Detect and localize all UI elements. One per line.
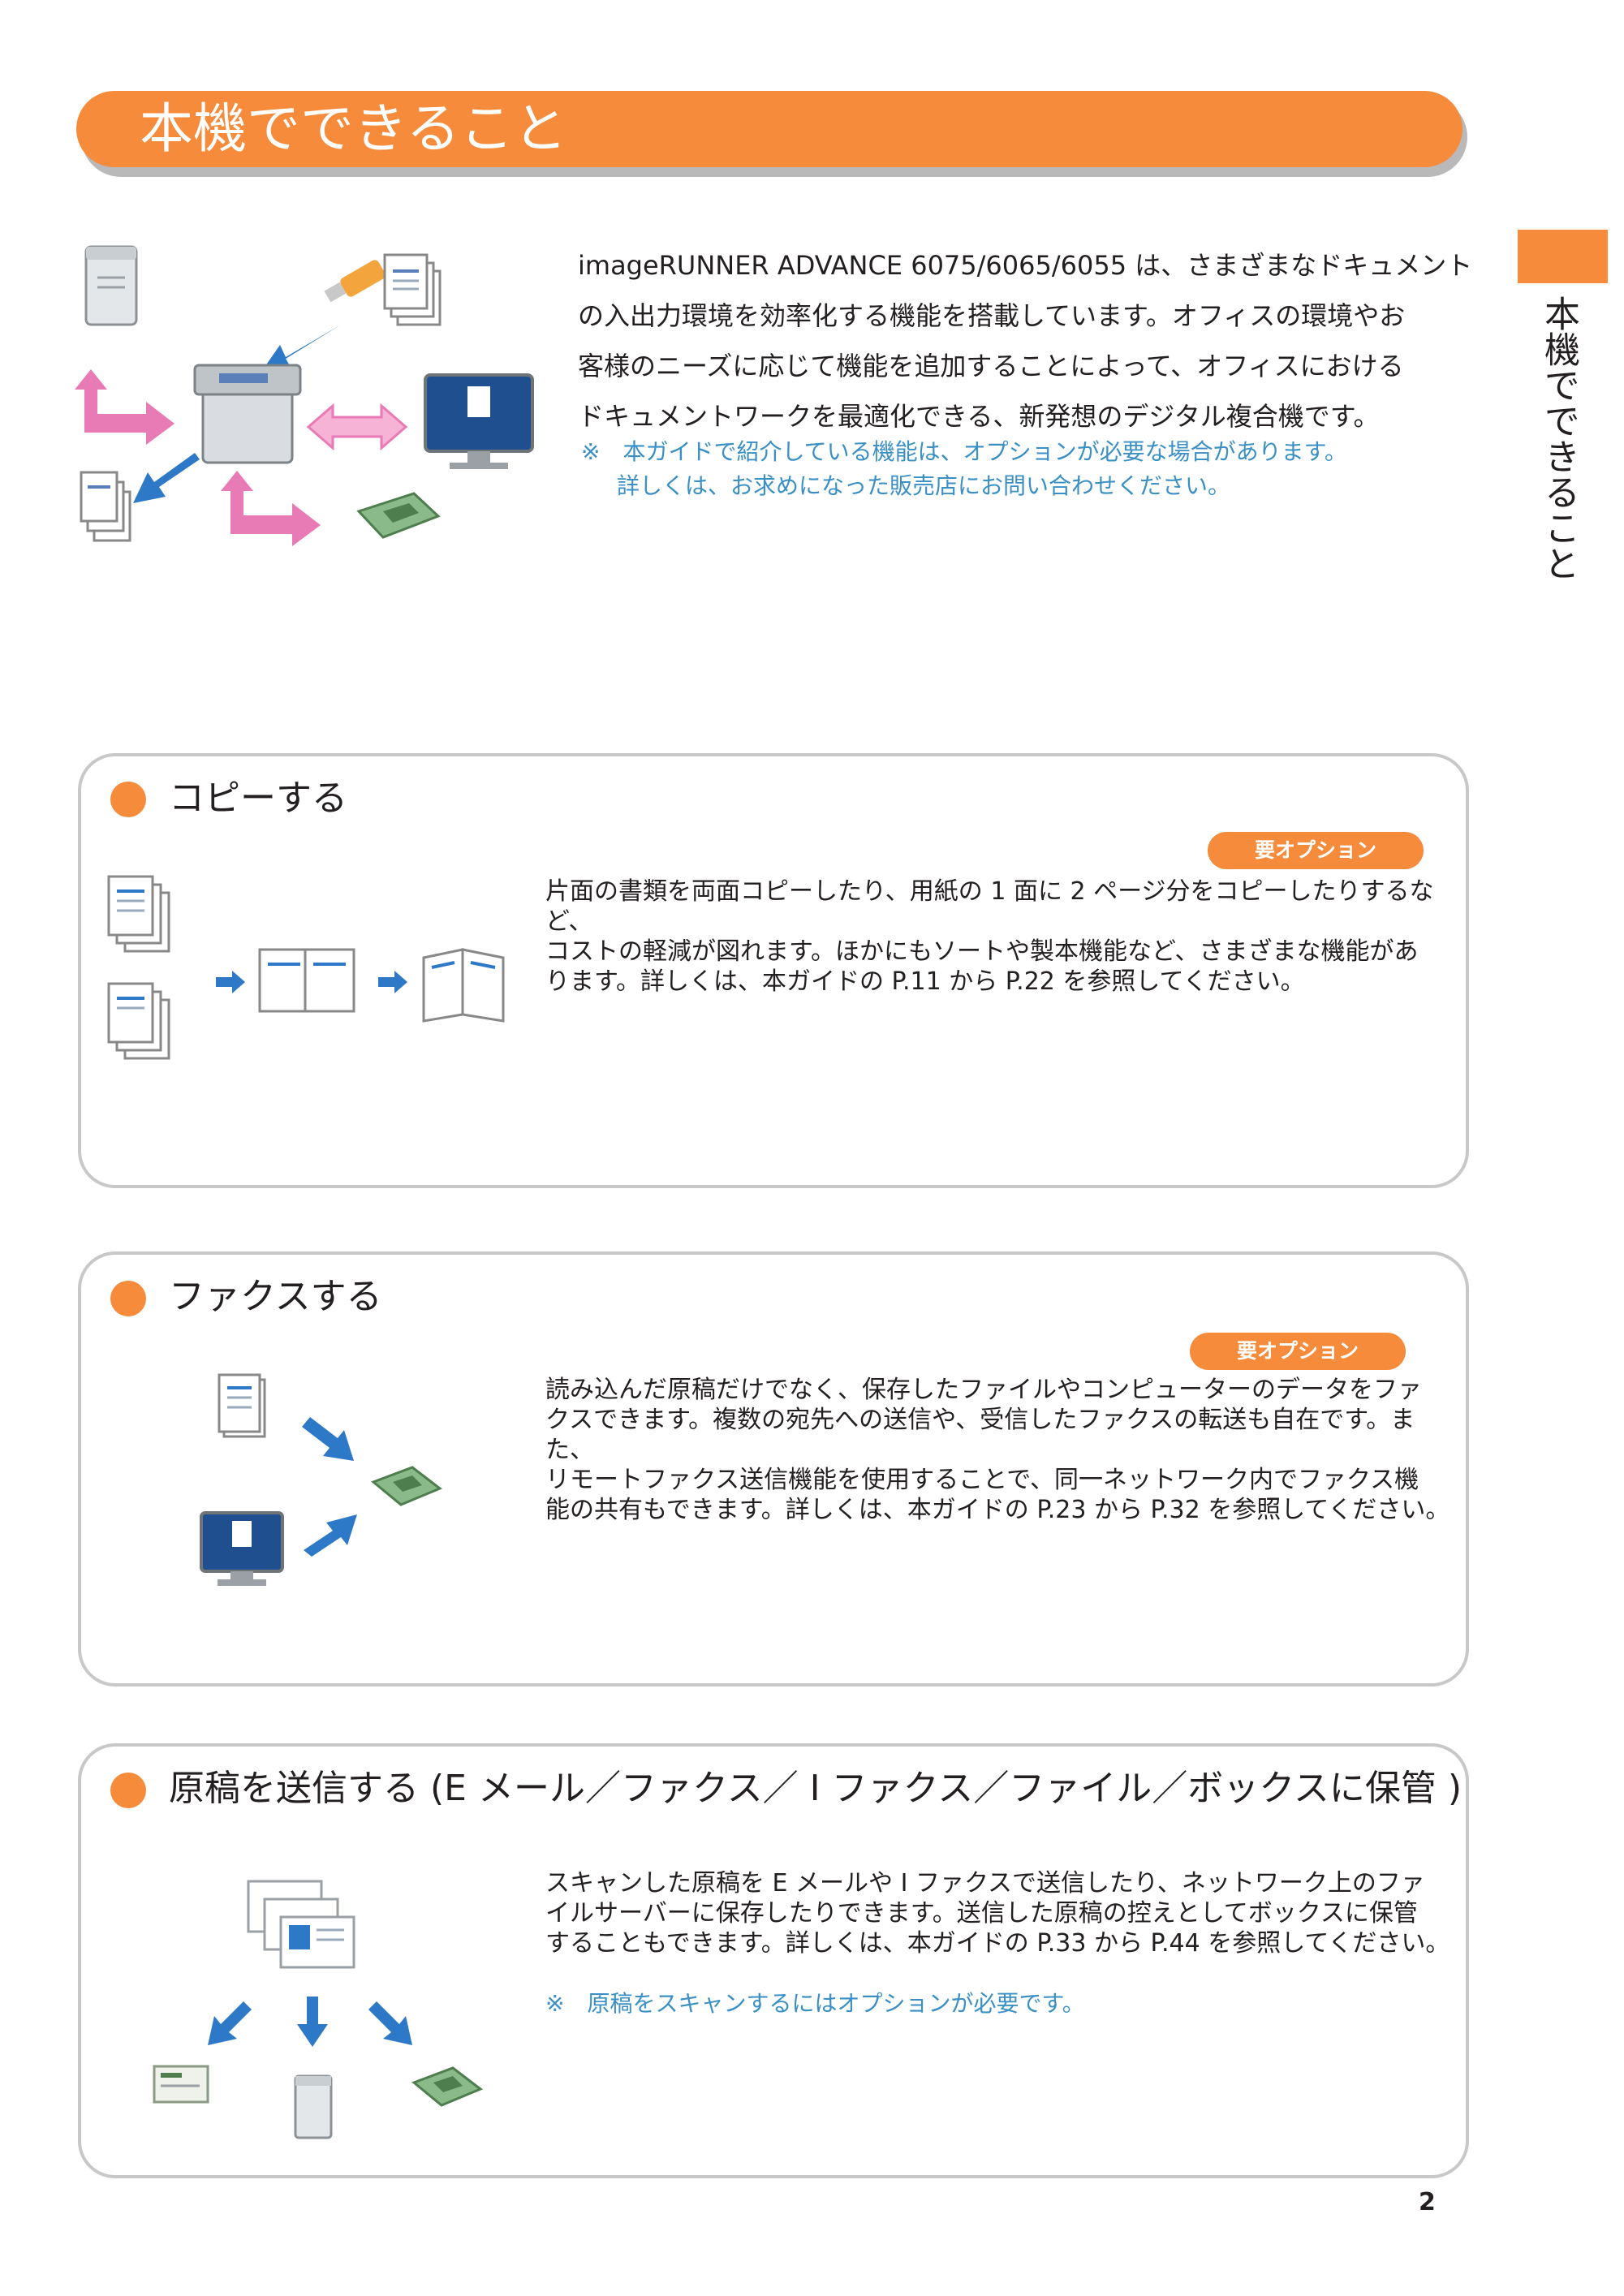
text-line: ります。詳しくは、本ガイドの P.11 から P.22 を参照してください。: [545, 967, 1305, 996]
side-tab[interactable]: [1518, 230, 1608, 283]
fax-machine-icon: [411, 2066, 483, 2107]
page-number: 2: [1419, 2188, 1436, 2216]
intro-paragraph: imageRUNNER ADVANCE 6075/6065/6055 は、さまざ…: [578, 240, 1477, 442]
computer-monitor-icon: [424, 373, 534, 469]
email-icon: [153, 2065, 209, 2104]
arrow-right-icon: [216, 971, 245, 993]
intro-line: ドキュメントワークを最適化できる、新発想のデジタル複合機です。: [578, 401, 1380, 432]
section-copy-title: コピーする: [169, 778, 347, 819]
fax-machine-icon: [371, 1466, 442, 1506]
fax-illustration: [200, 1373, 442, 1586]
section-fax-title: ファクスする: [169, 1276, 382, 1317]
section-send-note: ※ 原稿をスキャンするにはオプションが必要です。: [545, 1990, 1085, 2017]
document-stack-icon: [107, 875, 170, 953]
text-line: することもできます。詳しくは、本ガイドの P.33 から P.44 を参照してく…: [545, 1929, 1450, 1958]
option-required-badge: 要オプション: [1190, 1333, 1406, 1370]
multifunction-printer-icon: [193, 364, 302, 464]
usb-memory-icon: [324, 260, 386, 303]
text-line: クスできます。複数の宛先への送信や、受信したファクスの転送も自在です。また、: [545, 1406, 1415, 1464]
section-fax: [78, 1251, 1469, 1686]
intro-line: 客様のニーズに応じて機能を追加することによって、オフィスにおける: [578, 351, 1404, 381]
side-tab-label: 本機でできること: [1538, 295, 1579, 581]
computer-monitor-icon: [200, 1511, 284, 1586]
server-icon: [84, 245, 138, 326]
intro-line: imageRUNNER ADVANCE 6075/6065/6055 は、さまざ…: [578, 250, 1473, 281]
intro-note: ※ 本ガイドで紹介している機能は、オプションが必要な場合があります。 詳しくは、…: [581, 435, 1474, 503]
section-send-text: スキャンした原稿を E メールや I ファクスで送信したり、ネットワーク上のファ…: [545, 1868, 1454, 1958]
document-stack-icon: [107, 982, 170, 1060]
document-stack-icon: [80, 471, 131, 542]
section-bullet: [110, 1281, 146, 1316]
section-bullet: [110, 1773, 146, 1808]
section-copy: [78, 753, 1469, 1188]
page-title: 本機でできること: [140, 97, 567, 160]
option-required-badge: 要オプション: [1208, 832, 1424, 869]
copy-illustration: [107, 875, 505, 1060]
title-bar: [76, 91, 1462, 167]
text-line: スキャンした原稿を E メールや I ファクスで送信したり、ネットワーク上のファ: [545, 1869, 1425, 1898]
section-fax-text: 読み込んだ原稿だけでなく、保存したファイルやコンピューターのデータをファ クスで…: [545, 1375, 1454, 1525]
document-stack-icon: [247, 1880, 355, 1969]
send-illustration: [153, 1880, 483, 2139]
arrow-right-icon: [378, 971, 407, 993]
intro-note-line: ※ 本ガイドで紹介している機能は、オプションが必要な場合があります。: [581, 438, 1347, 465]
arrow-icon: [302, 1417, 354, 1461]
document-stack-icon: [383, 253, 442, 326]
section-bullet: [110, 782, 146, 817]
arrow-icon: [304, 1514, 357, 1557]
text-line: リモートファクス送信機能を使用することで、同一ネットワーク内でファクス機: [545, 1466, 1419, 1494]
text-line: イルサーバーに保存したりできます。送信した原稿の控えとしてボックスに保管: [545, 1899, 1418, 1928]
intro-line: の入出力環境を効率化する機能を搭載しています。オフィスの環境やお: [578, 300, 1406, 331]
intro-note-line: 詳しくは、お求めになった販売店にお問い合わせください。: [617, 472, 1231, 499]
arrow-icon: [297, 1997, 328, 2047]
text-line: コストの軽減が図れます。ほかにもソートや製本機能など、さまざまな機能があ: [545, 937, 1419, 966]
section-copy-text: 片面の書類を両面コピーしたり、用紙の 1 面に 2 ページ分をコピーしたりするな…: [545, 877, 1454, 997]
section-send-title: 原稿を送信する (E メール／ファクス／ I ファクス／ファイル／ボックスに保管…: [169, 1768, 1462, 1809]
document-icon: [218, 1373, 266, 1438]
duplex-copy-icon: [258, 948, 355, 1013]
arrow-icon: [208, 2001, 252, 2045]
file-server-icon: [294, 2074, 333, 2139]
text-line: 読み込んだ原稿だけでなく、保存したファイルやコンピューターのデータをファ: [545, 1376, 1422, 1404]
intro-illustration: [75, 245, 534, 546]
arrow-icon: [368, 2001, 412, 2045]
fax-machine-icon: [356, 492, 441, 539]
text-line: 片面の書類を両面コピーしたり、用紙の 1 面に 2 ページ分をコピーしたりするな…: [545, 877, 1434, 936]
booklet-icon: [422, 948, 505, 1023]
text-line: 能の共有もできます。詳しくは、本ガイドの P.23 から P.32 を参照してく…: [545, 1496, 1450, 1524]
